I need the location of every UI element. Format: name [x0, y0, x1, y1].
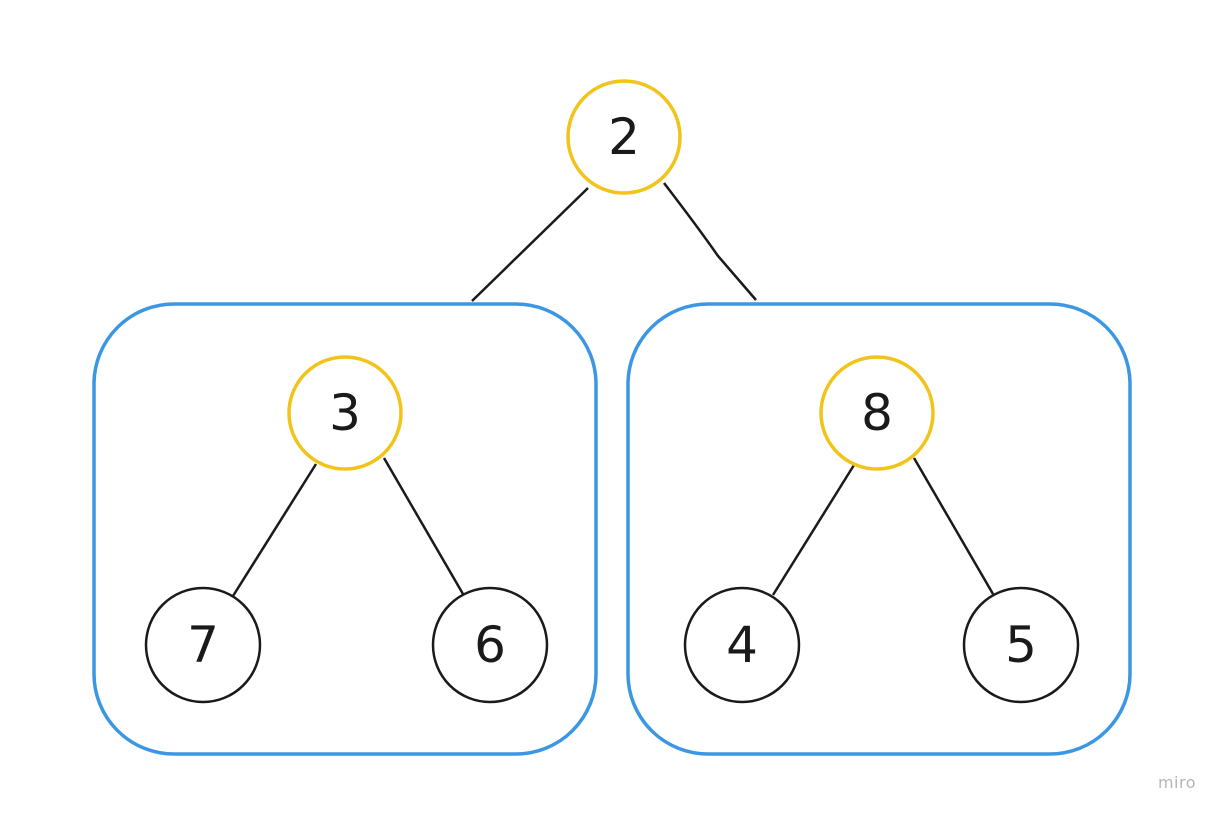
- node-left-subroot-circle: [287, 355, 403, 471]
- node-root-label: 2: [608, 108, 640, 166]
- node-right-right-circle: [962, 586, 1080, 704]
- node-left-left-circle: [144, 586, 262, 704]
- node-right-left-circle: [683, 586, 801, 704]
- left-subtree-box: [92, 302, 598, 756]
- node-left-right-circle: [431, 586, 549, 704]
- node-right-right-label: 5: [1005, 616, 1037, 674]
- edge-8-4: [771, 464, 856, 596]
- node-left-right-label: 6: [474, 616, 506, 674]
- edge-3-7: [231, 463, 318, 597]
- miro-watermark: miro: [1157, 773, 1196, 792]
- edge-8-5: [912, 457, 995, 595]
- node-right-subroot-circle: [819, 355, 935, 471]
- node-right-left-label: 4: [726, 616, 758, 674]
- node-left-subroot-label: 3: [329, 384, 361, 442]
- node-right-subroot-label: 8: [861, 384, 893, 442]
- right-subtree-box: [626, 302, 1132, 756]
- node-root-circle: [566, 79, 682, 195]
- edge-root-right: [663, 182, 757, 301]
- edge-3-6: [382, 457, 465, 595]
- edge-root-left: [471, 187, 589, 302]
- node-left-left-label: 7: [187, 616, 219, 674]
